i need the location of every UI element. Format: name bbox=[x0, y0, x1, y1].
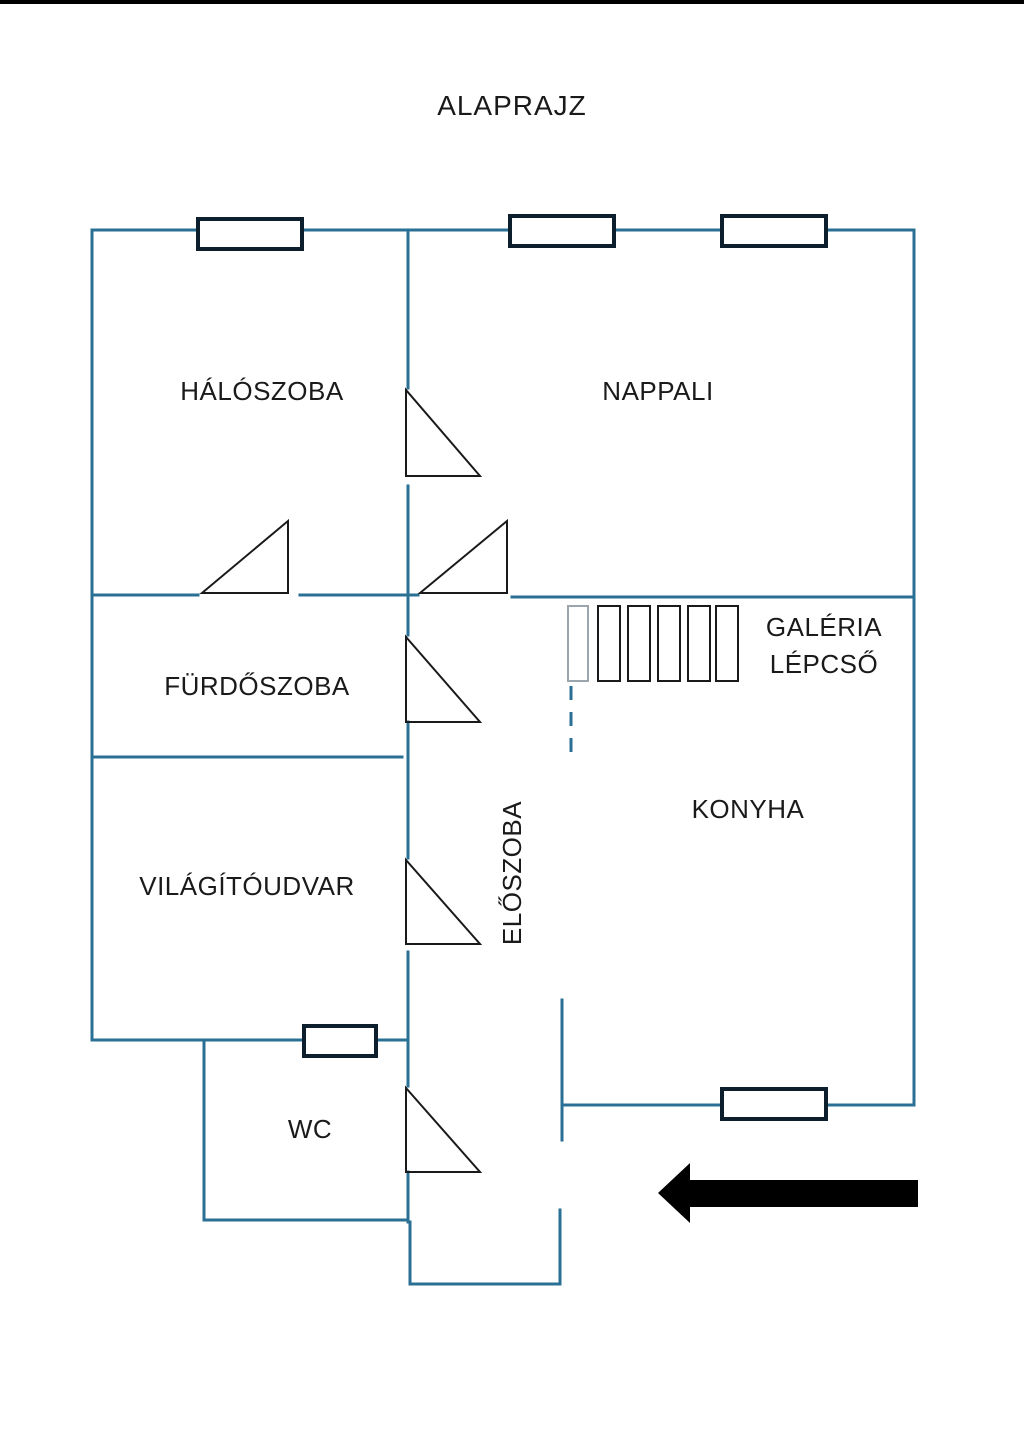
window-kitchen bbox=[720, 1087, 828, 1121]
walls bbox=[90, 228, 916, 1286]
stair-step bbox=[597, 605, 621, 682]
stair-step bbox=[657, 605, 681, 682]
door-courtyard bbox=[405, 857, 483, 945]
room-label-wc: WC bbox=[288, 1114, 332, 1144]
room-label-courtyard: VILÁGÍTÓUDVAR bbox=[139, 871, 355, 901]
stair-step bbox=[687, 605, 711, 682]
stair-step bbox=[627, 605, 651, 682]
room-label-living: NAPPALI bbox=[602, 376, 713, 406]
top-border bbox=[0, 0, 1024, 4]
room-label-stairs: LÉPCSŐ bbox=[770, 649, 879, 679]
window-living-1 bbox=[508, 214, 616, 248]
stairs bbox=[567, 605, 739, 682]
door-wc bbox=[405, 1085, 483, 1173]
window-courtyard bbox=[302, 1024, 378, 1058]
room-label-kitchen: KONYHA bbox=[692, 794, 805, 824]
room-label-bedroom: HÁLÓSZOBA bbox=[180, 376, 344, 406]
door-living-hall bbox=[417, 518, 508, 594]
stair-step bbox=[567, 605, 589, 682]
windows bbox=[196, 214, 828, 1121]
room-label-gallery: GALÉRIA bbox=[766, 612, 882, 642]
arrow-left-icon bbox=[658, 1163, 918, 1223]
door-bedroom-living bbox=[405, 387, 483, 477]
door-bedroom-hall bbox=[199, 518, 289, 594]
room-label-bathroom: FÜRDŐSZOBA bbox=[164, 671, 350, 701]
door-bathroom bbox=[405, 634, 483, 723]
window-bedroom bbox=[196, 217, 304, 251]
room-label-hallway: ELŐSZOBA bbox=[497, 801, 527, 945]
stair-step bbox=[715, 605, 739, 682]
doors bbox=[199, 387, 508, 1173]
plan-title: ALAPRAJZ bbox=[437, 90, 587, 121]
window-living-2 bbox=[720, 214, 828, 248]
